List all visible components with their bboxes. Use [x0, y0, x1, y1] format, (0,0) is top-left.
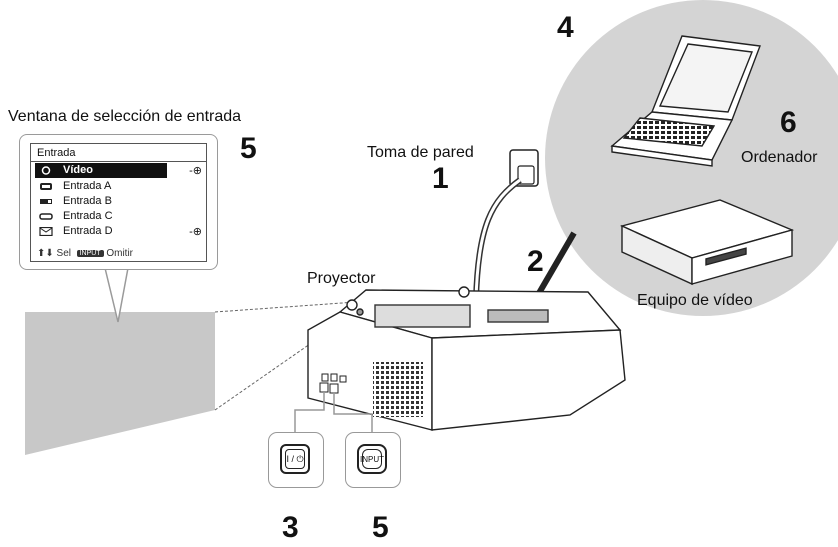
input-menu-item-label: Entrada C: [63, 210, 113, 222]
video-equipment-label: Equipo de vídeo: [637, 292, 753, 309]
menu-window-caption: Ventana de selección de entrada: [8, 108, 242, 125]
up-down-arrows-icon: ⬆⬇: [37, 248, 54, 259]
footer-select-label: Sel: [56, 248, 71, 259]
beam-line-top: [214, 301, 357, 313]
projection-screen: [25, 312, 215, 455]
input-menu-item-video[interactable]: Vídeo -⊕: [31, 163, 206, 178]
input-menu-item-b[interactable]: Entrada B: [31, 194, 206, 209]
signal-arrow-icon: -⊕: [189, 165, 202, 177]
input-selection-window: Entrada Vídeo -⊕ Entrada A Entrada B Ent…: [19, 134, 218, 270]
input-menu-item-label: Entrada A: [63, 180, 112, 192]
step-number-1: 1: [432, 162, 449, 195]
hdmi-icon: [39, 213, 53, 220]
input-button-label: INPUT: [360, 449, 384, 469]
computer-label: Ordenador: [741, 149, 818, 166]
video-equipment-icon: [619, 199, 795, 286]
selection-highlight: [35, 163, 167, 178]
input-badge: INPUT: [76, 249, 104, 257]
component-icon: [40, 199, 52, 204]
laptop-icon: [610, 35, 761, 167]
input-menu-item-d[interactable]: Entrada D -⊕: [31, 224, 206, 239]
input-menu-item-label: Entrada D: [63, 225, 113, 237]
step-number-5-input: 5: [372, 511, 389, 544]
step-number-5-menu: 5: [240, 132, 257, 165]
projector-label: Proyector: [307, 270, 376, 287]
input-callout-line: [333, 392, 373, 432]
wall-outlet-icon: [509, 149, 539, 187]
wall-outlet-label: Toma de pared: [367, 144, 474, 161]
beam-line-bottom: [214, 311, 357, 411]
input-button-callout: INPUT: [345, 432, 401, 488]
power-button-callout: I / ⏻: [268, 432, 324, 488]
step-number-6: 6: [780, 106, 797, 139]
input-button[interactable]: INPUT: [357, 444, 387, 474]
input-menu-item-a[interactable]: Entrada A: [31, 179, 206, 194]
video-icon: [41, 166, 51, 175]
power-cable-inner: [474, 178, 521, 301]
input-menu-item-c[interactable]: Entrada C: [31, 209, 206, 224]
footer-skip-label: Omitir: [106, 248, 134, 259]
projector-vent: [373, 362, 423, 417]
input-menu: Entrada Vídeo -⊕ Entrada A Entrada B Ent…: [30, 143, 207, 262]
signal-cable: [532, 231, 577, 302]
input-menu-item-label: Vídeo: [63, 164, 93, 176]
step-number-2: 2: [527, 245, 544, 278]
power-button[interactable]: I / ⏻: [280, 444, 310, 474]
projector-icon: [307, 286, 626, 431]
step-number-3: 3: [282, 511, 299, 544]
power-callout-line: [294, 392, 325, 432]
input-menu-footer: ⬆⬇ Sel INPUT Omitir: [37, 248, 133, 259]
network-icon: [39, 227, 53, 236]
signal-arrow-icon: -⊕: [189, 226, 202, 238]
input-menu-item-label: Entrada B: [63, 195, 112, 207]
step-number-4: 4: [557, 11, 574, 44]
vga-icon: [40, 183, 52, 190]
power-symbol: I / ⏻: [285, 449, 305, 469]
input-menu-title: Entrada: [31, 144, 206, 162]
